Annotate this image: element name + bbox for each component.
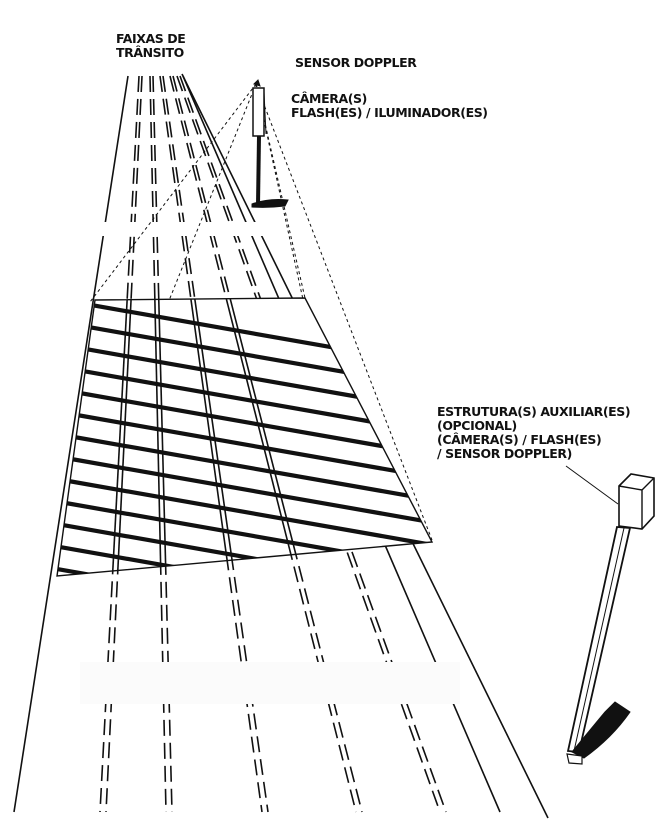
auxiliary-box: [618, 473, 655, 530]
hatch-stripe: [57, 518, 432, 576]
lanes-label-line-2: TRÂNSITO: [116, 45, 184, 60]
road-gap-lower: [80, 662, 460, 704]
auxiliary-leader-line: [565, 465, 619, 505]
camera-housing: [252, 87, 265, 137]
doppler-label: SENSOR DOPPLER: [295, 55, 417, 70]
road-left-edge: [13, 75, 129, 813]
auxiliary-label: ESTRUTURA(S) AUXILIAR(ES) (OPCIONAL) (CÂ…: [437, 404, 631, 461]
detection-zone-lanes: [99, 298, 363, 576]
auxiliary-structure: [566, 473, 655, 765]
main-camera-pole: [251, 79, 289, 208]
camera-label-line-1: CÂMERA(S): [291, 91, 367, 106]
hatch-stripe: [57, 563, 432, 576]
pole-base: [251, 199, 289, 208]
auxiliary-label-line-4: / SENSOR DOPPLER): [437, 446, 572, 461]
doppler-label-text: SENSOR DOPPLER: [295, 55, 417, 70]
hatch-stripe: [57, 541, 432, 576]
camera-label-line-2: FLASH(ES) / ILUMINADOR(ES): [291, 105, 488, 120]
pole-shaft: [256, 135, 261, 206]
hatch-stripe: [57, 451, 432, 528]
auxiliary-label-line-1: ESTRUTURA(S) AUXILIAR(ES): [437, 404, 631, 419]
doppler-sensor: [253, 79, 261, 87]
auxiliary-base: [571, 701, 631, 759]
hatch-stripe: [57, 406, 432, 483]
detection-zone: [56, 297, 434, 577]
hatch-stripe: [57, 428, 432, 506]
detection-zone-outline: [56, 297, 434, 577]
camera-label: CÂMERA(S) FLASH(ES) / ILUMINADOR(ES): [291, 92, 488, 120]
hatch-stripe: [57, 473, 432, 551]
lanes-label: FAIXAS DE TRÂNSITO: [116, 31, 186, 60]
auxiliary-label-line-2: (OPCIONAL): [437, 418, 517, 433]
auxiliary-label-line-3: (CÂMERA(S) / FLASH(ES): [437, 432, 602, 447]
road-gap-upper: [100, 222, 300, 236]
lanes-label-line-1: FAIXAS DE: [116, 31, 186, 46]
